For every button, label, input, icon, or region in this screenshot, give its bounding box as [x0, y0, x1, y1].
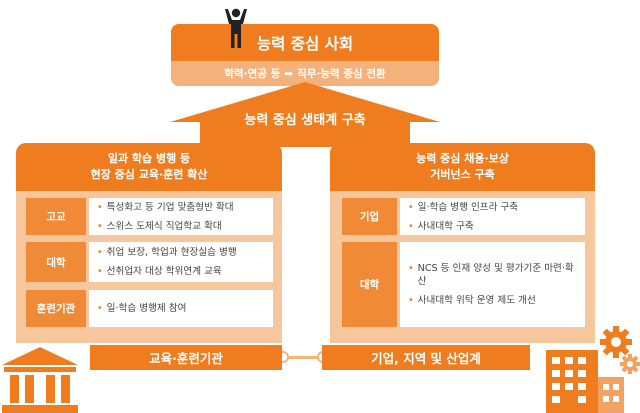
list-item: •특성화고 등 기업 맞춤형반 확대 — [97, 201, 265, 214]
list-item-text: 취업 보장, 학업과 현장실습 병행 — [106, 247, 237, 258]
bullet-icon: • — [97, 201, 103, 213]
list-item: •취업 보장, 학업과 현장실습 병행 — [97, 246, 265, 259]
top-subtitle: 학력·연공 등 ➡ 직무·능력 중심 전환 — [171, 61, 439, 86]
left-panel-title: 일과 학습 병행 등 현장 중심 교육·훈련 확산 — [16, 143, 282, 191]
left-row-body-highschool: •특성화고 등 기업 맞춤형반 확대 •스위스 도제식 직업학교 확대 — [89, 198, 273, 235]
person-raising-arms-icon — [225, 8, 247, 48]
list-item: •일·학습 병행제 참여 — [97, 302, 265, 315]
list-item: •선취업자 대상 학위연계 교육 — [97, 265, 265, 278]
bullet-icon: • — [408, 295, 414, 306]
list-item-text: 스위스 도제식 직업학교 확대 — [106, 220, 222, 232]
bullet-icon: • — [97, 266, 103, 277]
left-row-label-university: 대학 — [26, 242, 86, 282]
list-item: •사내대학 구축 — [408, 220, 577, 233]
list-item-text: NCS 등 인재 양성 및 평가기준 마련·확산 — [417, 263, 574, 287]
list-item: •NCS 등 인재 양성 및 평가기준 마련·확산 — [408, 262, 577, 288]
list-item-text: 선취업자 대상 학위연계 교육 — [106, 266, 222, 277]
bullet-icon: • — [97, 247, 103, 258]
right-row-body-company: •일·학습 병행 인프라 구축 •사내대학 구축 — [400, 198, 585, 235]
list-item: •일·학습 병행 인프라 구축 — [408, 201, 577, 214]
left-panel-title-line2: 현장 중심 교육·훈련 확산 — [90, 168, 208, 181]
left-row-label-training: 훈련기관 — [26, 290, 86, 327]
right-panel-title-line2: 거버넌스 구축 — [430, 168, 495, 181]
list-item-text: 일·학습 병행 인프라 구축 — [417, 201, 519, 213]
ecosystem-label: 능력 중심 생태계 구축 — [244, 113, 366, 128]
right-row-label-university: 대학 — [342, 242, 397, 327]
bullet-icon: • — [408, 220, 414, 232]
right-row-label-company: 기업 — [342, 198, 397, 235]
top-subtitle-to: 직무·능력 중심 전환 — [297, 68, 386, 80]
bullet-icon: • — [408, 201, 414, 213]
left-panel-title-line1: 일과 학습 병행 등 — [107, 152, 191, 165]
institution-building-icon — [2, 347, 78, 413]
bullet-icon: • — [97, 220, 103, 232]
left-row-body-university: •취업 보장, 학업과 현장실습 병행 •선취업자 대상 학위연계 교육 — [89, 242, 273, 282]
top-title: 능력 중심 사회 — [171, 24, 439, 61]
top-title-text: 능력 중심 사회 — [256, 34, 354, 53]
list-item-text: 사내대학 위탁 운영 제도 개선 — [417, 295, 536, 306]
list-item-text: 일·학습 병행제 참여 — [106, 303, 187, 314]
right-panel-title-line1: 능력 중심 채용·보상 — [416, 152, 509, 165]
top-banner: 능력 중심 사회 학력·연공 등 ➡ 직무·능력 중심 전환 — [171, 24, 439, 86]
right-arrow-icon: ➡ — [284, 67, 294, 80]
bullet-icon: • — [408, 263, 414, 274]
bullet-icon: • — [97, 303, 103, 314]
office-building-gear-icon — [546, 326, 640, 413]
right-panel-title: 능력 중심 채용·보상 거버넌스 구축 — [330, 143, 595, 191]
right-row-body-university: •NCS 등 인재 양성 및 평가기준 마련·확산 •사내대학 위탁 운영 제도… — [400, 242, 585, 327]
left-row-body-training: •일·학습 병행제 참여 — [89, 290, 273, 327]
list-item: •스위스 도제식 직업학교 확대 — [97, 220, 265, 233]
list-item-text: 사내대학 구축 — [417, 220, 474, 232]
left-row-label-highschool: 고교 — [26, 198, 86, 235]
list-item-text: 특성화고 등 기업 맞춤형반 확대 — [106, 201, 234, 213]
bottom-label-education: 교육·훈련기관 — [90, 345, 282, 370]
top-subtitle-from: 학력·연공 등 — [224, 68, 281, 80]
ecosystem-arrow — [170, 82, 440, 147]
bottom-label-industry: 기업, 지역 및 산업계 — [322, 345, 530, 370]
connector-line — [282, 356, 322, 359]
list-item: •사내대학 위탁 운영 제도 개선 — [408, 294, 577, 307]
